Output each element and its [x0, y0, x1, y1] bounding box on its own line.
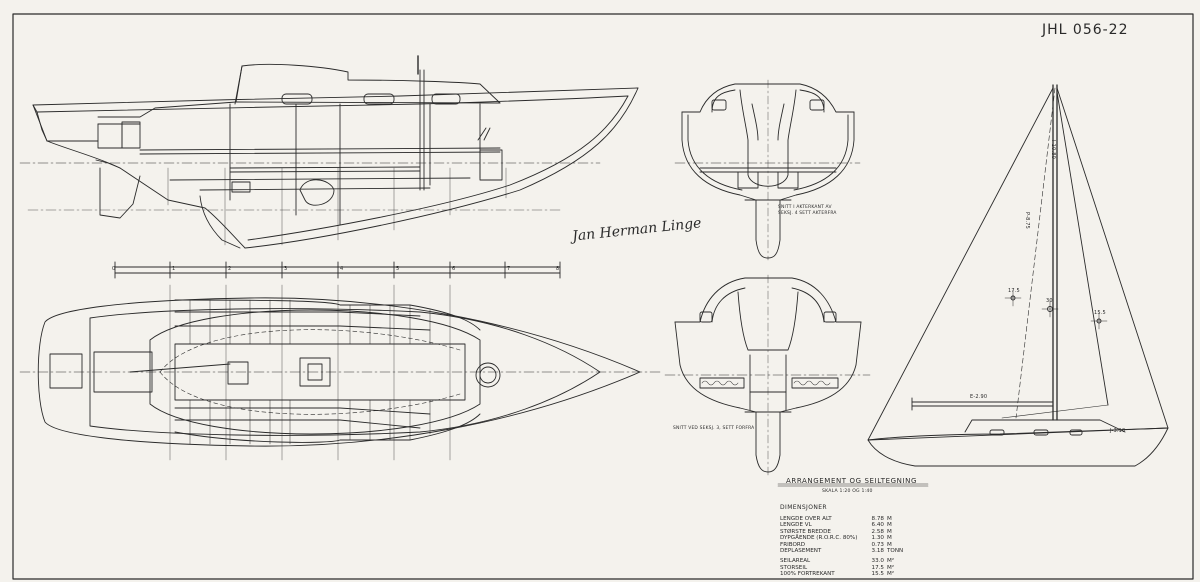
station-number: 8 [556, 266, 560, 272]
dimension-value: 1.30 [871, 535, 884, 542]
sail-label-i: I-10.80 [1050, 140, 1056, 159]
sail-area-row-unit: M² [887, 564, 895, 571]
sail-area-label: 17.5 [1008, 288, 1020, 294]
dimension-value: 3.18 [871, 548, 884, 555]
station-number: 0 [112, 266, 116, 272]
dimension-value: 2.58 [871, 528, 884, 535]
dimension-unit: M [887, 541, 892, 548]
sail-area-row: STORSEIL 17.5 M² [780, 565, 903, 571]
dimension-label: FRIBORD [780, 541, 806, 548]
station-number: 6 [452, 266, 456, 272]
station-number: 4 [340, 266, 344, 272]
station-number: 5 [396, 266, 400, 272]
station-number: 3 [284, 266, 288, 272]
drawing-scale: SKALA 1:20 OG 1:40 [822, 489, 873, 494]
sail-area-row: SEILAREAL 33.0 M² [780, 558, 903, 564]
sail-area-row: 100% FORTREKANT 15.5 M² [780, 571, 903, 577]
sail-label-j: J-3.10 [1110, 428, 1126, 434]
section-caption-upper: SNITT I AKTERKANT AV SEKSJ. 4 SETT AKTER… [778, 205, 837, 216]
dimension-unit: M [887, 516, 892, 522]
dimension-row: FRIBORD 0.73 M [780, 542, 903, 548]
sail-area-label: 15.5 [1094, 310, 1106, 316]
dimension-value: 6.40 [871, 522, 884, 529]
dimensions-heading: DIMENSJONER [780, 504, 827, 511]
dimension-label: LENGDE OVER ALT [780, 516, 832, 522]
station-number: 7 [507, 266, 511, 272]
hull-section-aft-view [674, 79, 861, 261]
sail-area-row-label: 100% FORTREKANT [780, 571, 835, 578]
section-caption-lower: SNITT VED SEKSJ. 3, SETT FORFRA [673, 426, 755, 431]
dimension-value: 0.73 [871, 541, 884, 548]
dimension-label: DEPLASEMENT [780, 548, 822, 555]
station-number: 2 [228, 266, 232, 272]
dimension-unit: TONN [887, 548, 904, 555]
sail-area-row-value: 17.5 [871, 564, 884, 571]
drawing-number: JHL 056-22 [1042, 22, 1129, 38]
dimension-label: DYPGÅENDE (R.O.R.C. 80%) [780, 535, 858, 542]
sail-area-row-value: 15.5 [871, 571, 884, 578]
dimension-unit: M [887, 535, 892, 542]
dimension-unit: M [887, 528, 892, 535]
sail-area-row-label: STORSEIL [780, 564, 808, 571]
sail-area-row-value: 33.0 [871, 558, 884, 565]
sail-plan-view [867, 84, 1169, 467]
sail-label-p: P-8.75 [1024, 212, 1030, 230]
dimension-label: LENGDE VL [780, 522, 812, 529]
sail-area-label: 30 [1046, 298, 1053, 304]
drawing-title: ARRANGEMENT OG SEILTEGNING [786, 477, 918, 485]
station-scale-bar [114, 261, 561, 279]
sail-area-row-label: SEILAREAL [780, 558, 811, 565]
dimension-row: STØRSTE BREDDE 2.58 M [780, 529, 903, 535]
dimension-unit: M [887, 522, 892, 529]
dimensions-table: LENGDE OVER ALT 8.78 M LENGDE VL 6.40 M … [780, 516, 903, 578]
dimension-row: LENGDE VL 6.40 M [780, 522, 903, 528]
dimension-row: LENGDE OVER ALT 8.78 M [780, 516, 903, 522]
sail-label-e: E-2.90 [970, 394, 988, 400]
dimension-value: 8.78 [871, 516, 884, 522]
sheet-border [12, 13, 1194, 580]
station-number: 1 [172, 266, 176, 272]
hull-section-forward-view [664, 274, 871, 476]
dimension-row: DEPLASEMENT 3.18 TONN [780, 548, 903, 554]
side-profile-view [19, 55, 639, 249]
deck-plan-view [19, 284, 661, 461]
dimension-row: DYPGÅENDE (R.O.R.C. 80%) 1.30 M [780, 535, 903, 541]
dimension-label: STØRSTE BREDDE [780, 528, 831, 535]
sail-area-row-unit: M² [887, 558, 895, 565]
sail-area-row-unit: M² [887, 571, 895, 578]
